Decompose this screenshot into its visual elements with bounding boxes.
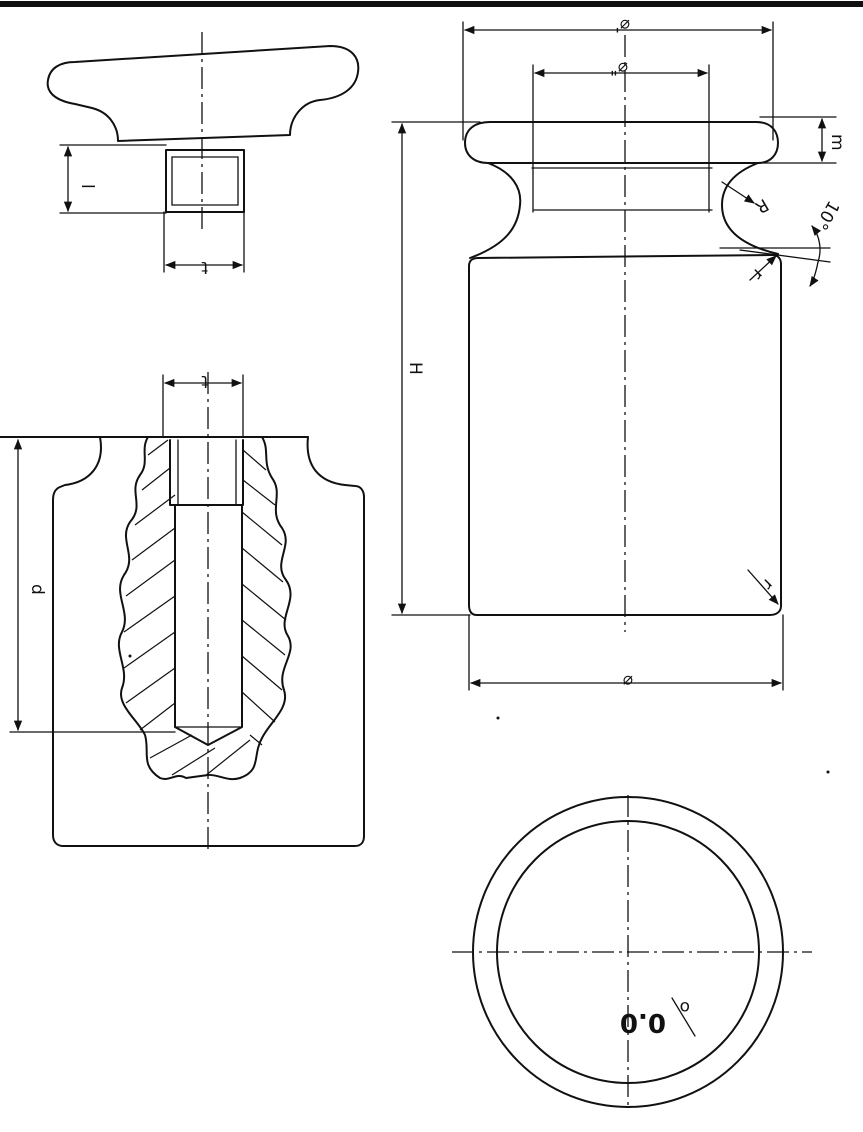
dim-r-label: R: [751, 194, 771, 217]
dim-base-label: ⌀: [623, 671, 633, 691]
section-thread-hole: [169, 439, 244, 506]
plan-mark-superscript: o: [680, 997, 690, 1017]
weight-body: [468, 254, 782, 616]
fillet-upper-leader: [749, 255, 777, 281]
section-dim-d-label: d: [27, 584, 47, 595]
knob-stud-inner: [171, 156, 239, 206]
section-dim-t-label: t: [201, 371, 208, 391]
angle-arc-lower: [809, 261, 819, 287]
speck: [496, 716, 500, 720]
weight-neck-right: [721, 162, 779, 255]
section-view: t d: [0, 371, 365, 852]
dim-m-label: m: [827, 134, 847, 151]
plan-mark-label: 0.0: [620, 1007, 666, 1037]
weight-neck-left: [469, 162, 522, 259]
section-break-left: [117, 436, 209, 780]
angle-arc: [811, 225, 822, 263]
weight-knob: [464, 121, 779, 164]
knob-stud: [165, 149, 245, 213]
dim-r-leader: [721, 181, 755, 204]
speck: [826, 770, 830, 774]
section-bore: [174, 504, 243, 746]
section-hatch-left: [123, 439, 251, 777]
knob-dim-l-label: l: [77, 184, 97, 189]
dim-neck-label: ⌀": [610, 58, 628, 78]
side-view: ⌀' ⌀" m R 10° r H r ⌀: [391, 15, 847, 691]
section-hatch-right: [241, 449, 287, 746]
dim-h-label: H: [405, 362, 425, 375]
fillet-lower-leader: [747, 569, 779, 605]
knob-cap-outline: [46, 45, 360, 142]
dim-top-label: ⌀': [615, 15, 630, 35]
plan-mark-leader: [671, 997, 696, 1037]
angle-label: 10°: [810, 197, 842, 233]
angle-slope-line: [739, 249, 831, 263]
speck: [128, 654, 132, 658]
knob-dim-t-label: t: [201, 257, 208, 277]
section-body-outline: [52, 436, 365, 847]
knob-detail: l t: [46, 32, 360, 277]
plan-view: 0.0 o: [452, 795, 812, 1110]
section-break-right: [207, 436, 292, 781]
